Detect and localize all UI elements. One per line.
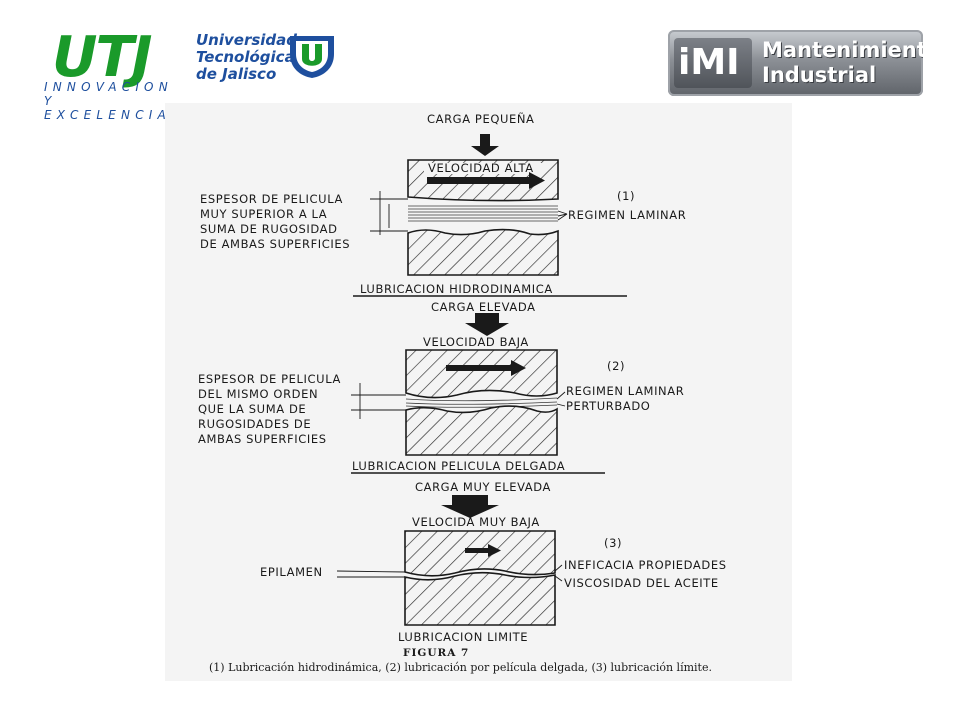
oil-film-lines [405,397,558,408]
laminar-leader-lines [556,391,566,407]
load-arrow-icon [465,313,509,336]
panel-1-number: (1) [617,189,636,203]
figure-label: FIGURA 7 [403,647,470,659]
panel-2-number: (2) [607,359,626,373]
laminar-leader-lines [557,210,568,221]
note-line: INEFICACIA PROPIEDADES [564,558,727,572]
panel-1-hydrodynamic [353,134,627,297]
lubrication-figure: CARGA PEQUEÑA VELOCIDAD ALTA (1) ESPESOR… [165,103,792,681]
motion-arrow-icon [427,172,545,189]
panel-3-number: (3) [604,536,623,550]
panel-1-left-note: ESPESOR DE PELICULA MUY SUPERIOR A LA SU… [200,192,350,252]
upper-surface [405,349,558,399]
note-line: SUMA DE RUGOSIDAD [200,222,338,236]
lower-surface [405,405,558,456]
panel-2-thin-film [351,313,605,474]
panel-1-load-label: CARGA PEQUEÑA [427,112,535,126]
film-thickness-dimension [351,383,406,419]
lower-surface [407,228,559,276]
panel-3-boundary [336,495,563,626]
viscosity-leader-lines [554,564,563,582]
motion-arrow-icon [446,360,526,376]
panel-2-right-note: REGIMEN LAMINAR PERTURBADO [566,384,684,414]
imi-logo: iMI Mantenimiento Industrial [668,30,923,96]
figure-caption: (1) Lubricación hidrodinámica, (2) lubri… [209,661,712,674]
motion-arrow-icon [465,544,501,557]
note-line: DEL MISMO ORDEN [198,387,319,401]
note-line: MUY SUPERIOR A LA [200,207,328,221]
note-line: AMBAS SUPERFICIES [198,432,327,446]
panel-3-title: LUBRICACION LIMITE [398,630,529,644]
panel-1-right-note: REGIMEN LAMINAR [568,208,687,222]
utj-logo-name: Universidad Tecnológica de Jalisco [196,32,297,83]
utj-name-line: de Jalisco [196,65,277,83]
note-line: VISCOSIDAD DEL ACEITE [564,576,719,590]
note-line: ESPESOR DE PELICULA [200,192,343,206]
panel-3-speed-label: VELOCIDA MUY BAJA [412,515,540,529]
panel-2-speed-label: VELOCIDAD BAJA [423,335,529,349]
utj-name-line: Tecnológica [196,48,295,66]
lower-surface [404,571,556,626]
note-line: PERTURBADO [566,399,651,413]
imi-logo-badge [674,38,752,88]
note-line: RUGOSIDADES DE [198,417,312,431]
utj-logo-mark: UTJ [52,25,153,90]
panel-1-title: LUBRICACION HIDRODINAMICA [360,282,553,296]
panel-2-title: LUBRICACION PELICULA DELGADA [352,459,566,473]
load-arrow-icon [471,134,499,156]
panel-1-speed-label: VELOCIDAD ALTA [428,161,534,175]
utj-name-line: Universidad [196,31,298,49]
panel-3-load-label: CARGA MUY ELEVADA [415,480,551,494]
note-line: ESPESOR DE PELICULA [198,372,341,386]
note-line: REGIMEN LAMINAR [566,384,685,398]
oil-film-lines [408,205,558,222]
note-line: DE AMBAS SUPERFICIES [200,237,351,251]
load-arrow-icon [441,495,499,518]
panel-2-load-label: CARGA ELEVADA [431,300,536,314]
speed-label-bg [424,163,544,174]
epilamen-leader-lines [336,570,406,578]
utj-shield-icon [290,36,334,78]
panel-3-right-note: INEFICACIA PROPIEDADES VISCOSIDAD DEL AC… [564,556,727,592]
panel-2-left-note: ESPESOR DE PELICULA DEL MISMO ORDEN QUE … [198,372,341,447]
note-line: QUE LA SUMA DE [198,402,307,416]
figure-drawing [336,134,627,626]
upper-surface [404,530,556,577]
imi-title-line: Industrial [762,63,877,87]
film-thickness-dimension [370,191,408,235]
imi-logo-mark: iMI [678,42,740,83]
panel-3-left-note: EPILAMEN [260,565,323,579]
imi-logo-title: Mantenimiento Industrial [762,38,923,88]
imi-title-line: Mantenimiento [762,38,923,62]
utj-tagline: INNOVACION Y EXCELENCIA [44,80,173,122]
